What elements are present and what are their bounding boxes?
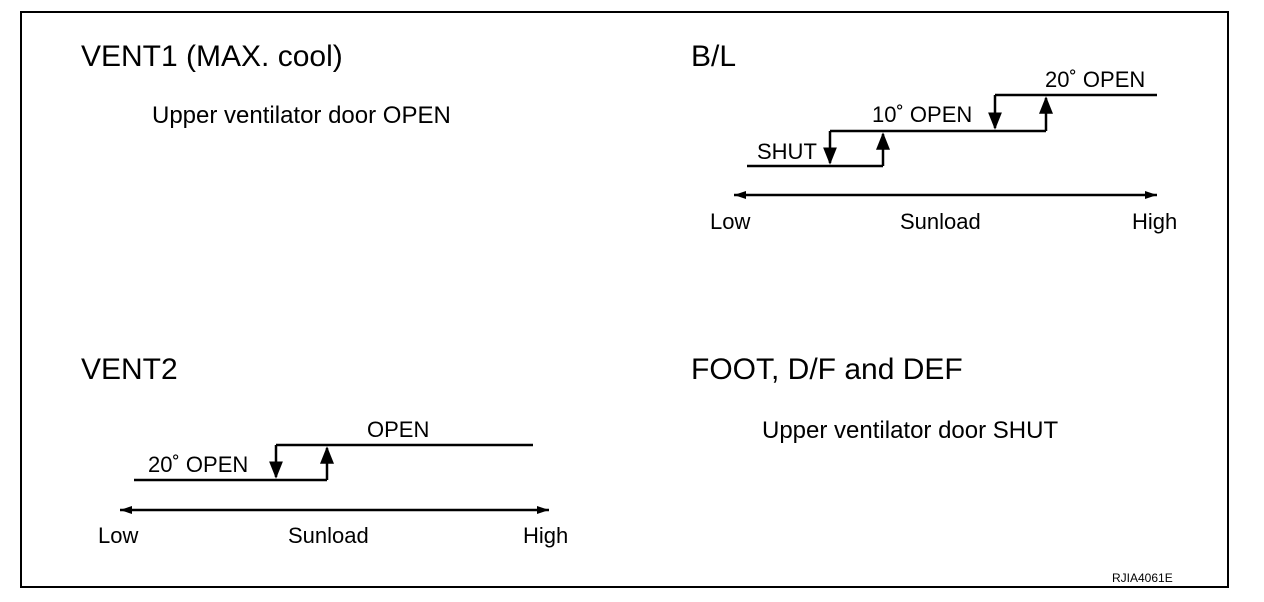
vent2-title: VENT2 [81, 353, 178, 386]
bl-axis-high-label: High [1132, 209, 1178, 234]
bl-title: B/L [691, 40, 737, 73]
diagram-frame [20, 11, 1229, 588]
vent2-step-open-label: OPEN [367, 417, 430, 442]
bl-step-10-open-label: 10˚ OPEN [872, 102, 973, 127]
bl-step-shut-label: SHUT [757, 139, 817, 164]
vent1-description: Upper ventilator door OPEN [152, 102, 451, 129]
bl-axis-low-label: Low [710, 209, 751, 234]
vent1-title: VENT1 (MAX. cool) [81, 40, 343, 73]
vent2-step-20-open-label: 20˚ OPEN [148, 452, 249, 477]
figure-code: RJIA4061E [1112, 571, 1173, 585]
bl-axis-sunload-label: Sunload [900, 209, 981, 234]
bl-step-curve [747, 93, 1157, 168]
vent2-axis-low-label: Low [98, 523, 139, 548]
bl-step-20-open-label: 20˚ OPEN [1045, 67, 1146, 92]
foot-description: Upper ventilator door SHUT [762, 417, 1059, 444]
foot-title: FOOT, D/F and DEF [691, 353, 963, 386]
vent2-axis-high-label: High [523, 523, 569, 548]
vent2-step-curve [134, 443, 533, 482]
vent2-axis-sunload-label: Sunload [288, 523, 369, 548]
